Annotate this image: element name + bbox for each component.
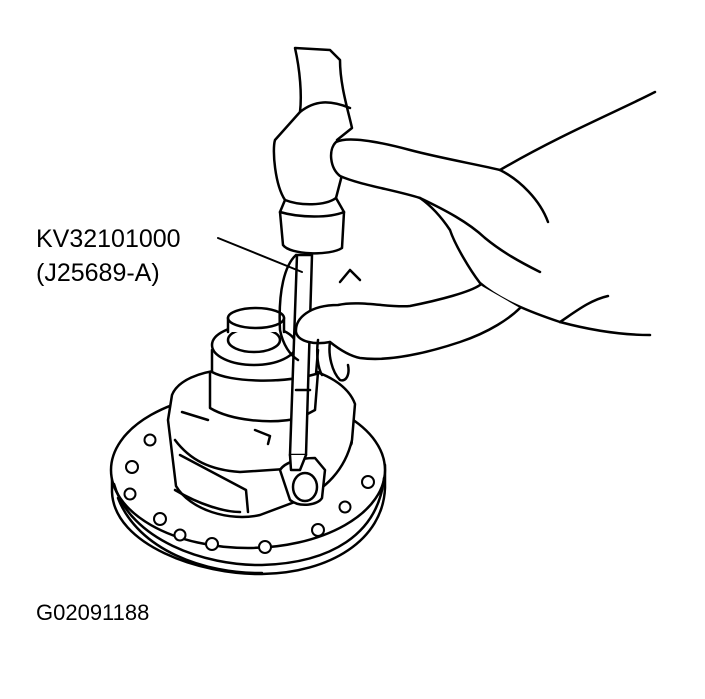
callout-leader-line: [217, 237, 303, 273]
left-hand: [278, 253, 522, 382]
tool-number-label: KV32101000: [36, 225, 181, 253]
figure-id-label: G02091188: [36, 600, 150, 625]
drift-punch: [288, 253, 314, 472]
alt-tool-number-label: (J25689-A): [36, 259, 160, 287]
hammer: [272, 46, 354, 255]
